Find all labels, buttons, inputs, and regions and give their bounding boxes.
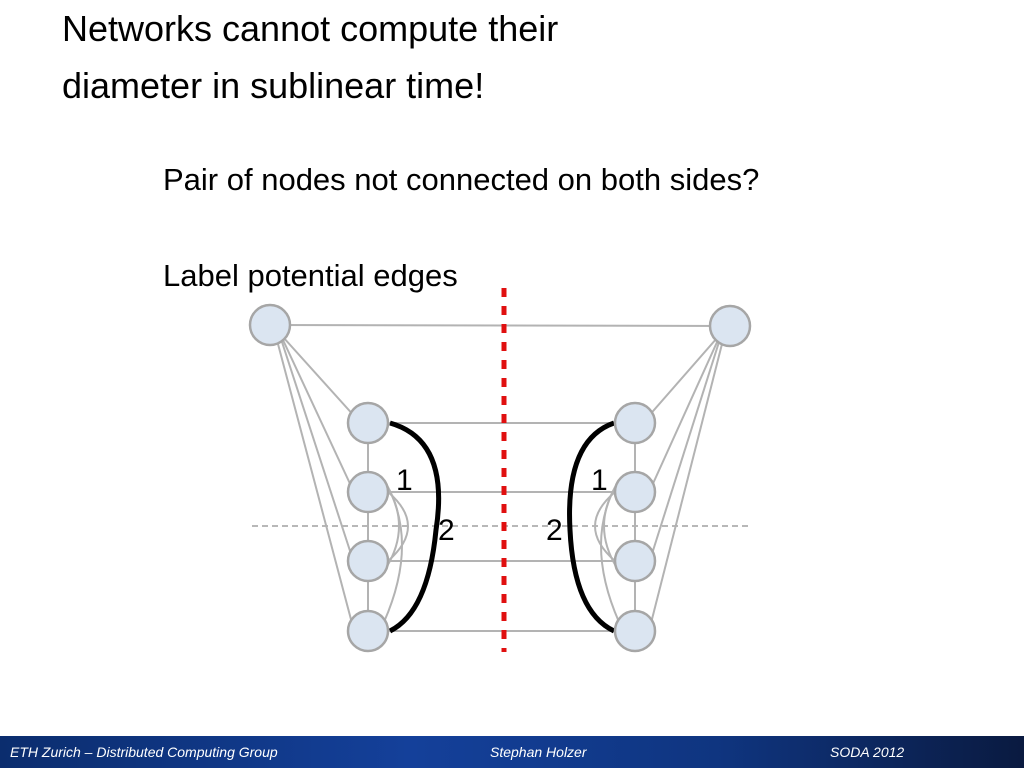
slide-title: Networks cannot compute their diameter i… (62, 0, 782, 114)
edge-label-right-2: 2 (546, 514, 563, 547)
node-right-4 (613, 609, 657, 653)
title-line-2: diameter in sublinear time! (62, 65, 485, 106)
node-left-1 (346, 401, 390, 445)
node-right-1 (613, 401, 657, 445)
edge-left-curve-c (383, 479, 403, 623)
edge-right-apex-2 (650, 339, 719, 489)
edge-right-apex-1 (646, 337, 718, 419)
edge-left-apex-2 (282, 339, 353, 489)
footer-author: Stephan Holzer (490, 744, 587, 760)
edge-label-left-1: 1 (396, 464, 413, 497)
edge-right-apex-3 (650, 341, 720, 558)
instruction-text: Label potential edges (163, 258, 458, 293)
edge-right-apex-4 (649, 343, 723, 628)
edge-left-apex-3 (281, 341, 353, 558)
node-left-3 (346, 539, 390, 583)
edge-left-apex-4 (277, 343, 354, 628)
edges (269, 324, 731, 632)
footer-conference: SODA 2012 (830, 744, 905, 760)
footer-affiliation: ETH Zurich – Distributed Computing Group (10, 744, 278, 760)
edge-right-curve-c (600, 479, 620, 623)
footer-bar: ETH Zurich – Distributed Computing Group… (0, 736, 1024, 768)
edge-label-left-2: 2 (438, 514, 455, 547)
node-right-apex (708, 304, 752, 348)
highlight-arc-right (567, 420, 616, 634)
edge-right-curve-b (594, 491, 616, 562)
node-left-4 (346, 609, 390, 653)
nodes (248, 303, 752, 653)
edge-left-apex-1 (282, 336, 357, 419)
question-text: Pair of nodes not connected on both side… (163, 162, 760, 197)
edge-left-curve-b (387, 491, 409, 562)
node-left-2 (346, 470, 390, 514)
highlight-arc-left (388, 420, 442, 634)
edge-top-apex (269, 324, 731, 327)
edge-label-right-1: 1 (591, 464, 608, 497)
node-left-apex (248, 303, 292, 347)
node-right-3 (613, 539, 657, 583)
node-right-2 (613, 470, 657, 514)
title-line-1: Networks cannot compute their (62, 8, 559, 49)
